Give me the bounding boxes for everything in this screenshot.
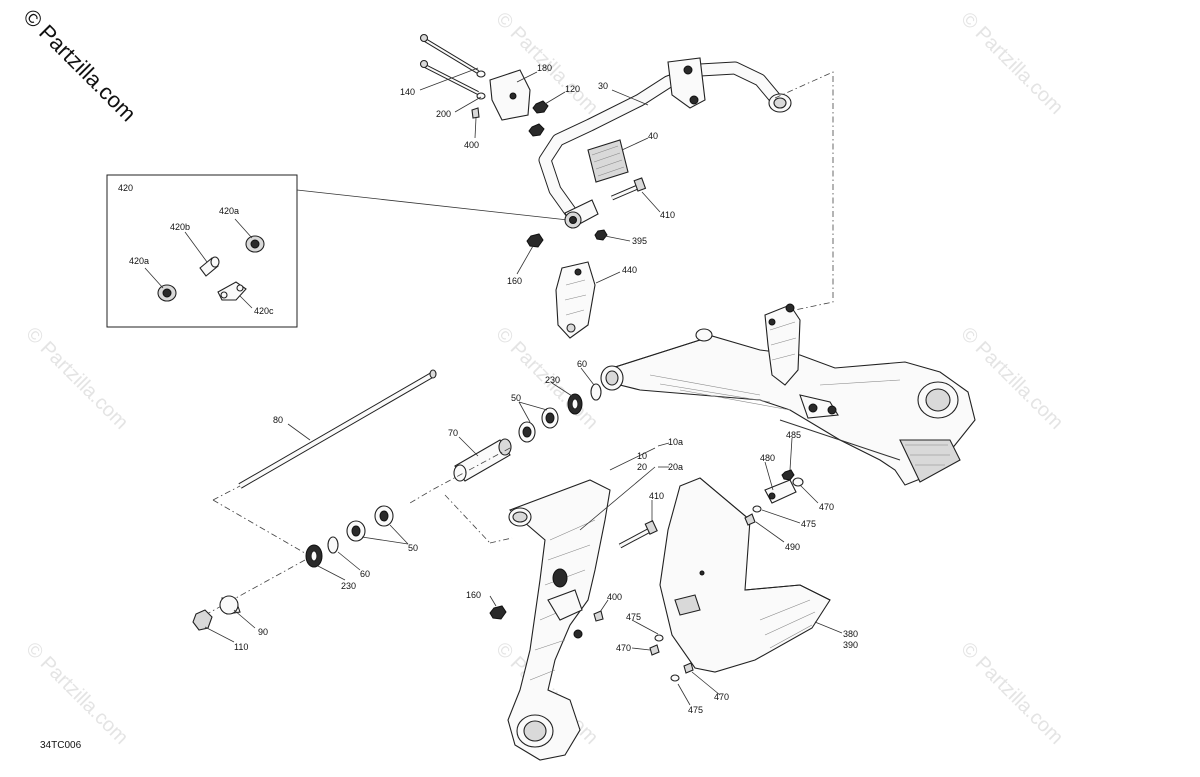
callout-40: 40 <box>648 131 658 141</box>
callout-480: 480 <box>760 453 775 463</box>
small-hardware <box>471 70 549 137</box>
bolt-410-lower <box>618 520 658 549</box>
bracket-480 <box>764 469 804 504</box>
clamp-180 <box>489 69 531 121</box>
watermark: © Partzilla.com <box>956 638 1067 749</box>
callout-20a: 20a <box>668 462 683 472</box>
callout-120: 120 <box>565 84 580 94</box>
shaft-80 <box>238 369 437 489</box>
bushing-40 <box>587 139 629 183</box>
callout-490: 490 <box>785 542 800 552</box>
washer-475 <box>752 505 762 513</box>
bolt-410-upper <box>611 177 647 201</box>
callout-470-c: 470 <box>714 692 729 702</box>
callout-400: 400 <box>464 140 479 150</box>
screw-490 <box>744 513 756 526</box>
link-440 <box>555 261 596 339</box>
bearings-lower <box>305 505 394 568</box>
nut-160-upper <box>526 233 544 248</box>
watermark: © Partzilla.com <box>21 323 132 434</box>
bushing-420a <box>245 235 265 253</box>
callout-20: 20 <box>637 462 647 472</box>
callout-70: 70 <box>448 428 458 438</box>
callout-395: 395 <box>632 236 647 246</box>
callout-50: 50 <box>511 393 521 403</box>
callout-475: 475 <box>801 519 816 529</box>
callout-160-lower: 160 <box>466 590 481 600</box>
upper-control-arm <box>600 303 976 486</box>
washer-475-c <box>670 674 680 682</box>
callout-50-lower: 50 <box>408 543 418 553</box>
callout-380: 380 <box>843 629 858 639</box>
callout-160: 160 <box>507 276 522 286</box>
bolt-400-lower <box>593 610 604 622</box>
callout-140: 140 <box>400 87 415 97</box>
callout-485: 485 <box>786 430 801 440</box>
callout-230: 230 <box>545 375 560 385</box>
inset-label: 420a <box>129 256 149 266</box>
callout-410-lower: 410 <box>649 491 664 501</box>
watermark: © Partzilla.com <box>956 8 1067 119</box>
callout-60: 60 <box>577 359 587 369</box>
sleeve-70 <box>453 438 512 482</box>
callout-180: 180 <box>537 63 552 73</box>
callout-470: 470 <box>819 502 834 512</box>
callout-30: 30 <box>598 81 608 91</box>
spacer-90 <box>219 595 241 615</box>
washer-475-b <box>654 634 664 642</box>
callout-470-b: 470 <box>616 643 631 653</box>
callout-110: 110 <box>234 642 248 652</box>
callout-390: 390 <box>843 640 858 650</box>
inset-box-420: 420 420a 420b 420a 420c <box>106 174 298 328</box>
leader-lines <box>204 67 843 706</box>
nut-395 <box>594 229 608 241</box>
bearings-upper <box>518 383 602 443</box>
callout-60-lower: 60 <box>360 569 370 579</box>
screw-470-b <box>649 644 660 656</box>
callout-400-lower: 400 <box>607 592 622 602</box>
callout-90: 90 <box>258 627 268 637</box>
sleeve-420b <box>199 256 220 277</box>
sway-bar-end <box>564 199 599 229</box>
screw-470-c <box>683 662 694 674</box>
nut-160-lower <box>489 605 507 620</box>
nut-110 <box>192 609 213 631</box>
callout-labels: 140 180 120 30 200 400 40 410 395 160 44… <box>234 63 858 715</box>
callout-475-c: 475 <box>688 705 703 715</box>
callout-410: 410 <box>660 210 675 220</box>
callout-200: 200 <box>436 109 451 119</box>
brand-logo: © Partzilla.com <box>18 4 141 127</box>
inset-label: 420b <box>170 222 190 232</box>
callout-440: 440 <box>622 265 637 275</box>
callout-80: 80 <box>273 415 283 425</box>
diagram-code: 34TC006 <box>40 740 82 751</box>
inset-label: 420a <box>219 206 239 216</box>
inset-label: 420c <box>254 306 274 316</box>
skid-plate-380 <box>659 477 831 673</box>
lower-control-arm <box>507 479 611 761</box>
callout-230-lower: 230 <box>341 581 356 591</box>
callout-10: 10 <box>637 451 647 461</box>
sway-bar-30 <box>538 61 792 225</box>
bushing-420a-lower <box>157 284 177 302</box>
inset-title: 420 <box>118 183 133 193</box>
bracket-420c <box>217 281 247 301</box>
callout-10a: 10a <box>668 437 683 447</box>
watermark: © Partzilla.com <box>21 638 132 749</box>
callout-475-b: 475 <box>626 612 641 622</box>
bolts-140 <box>419 33 480 95</box>
sway-bar-bracket <box>667 57 706 109</box>
